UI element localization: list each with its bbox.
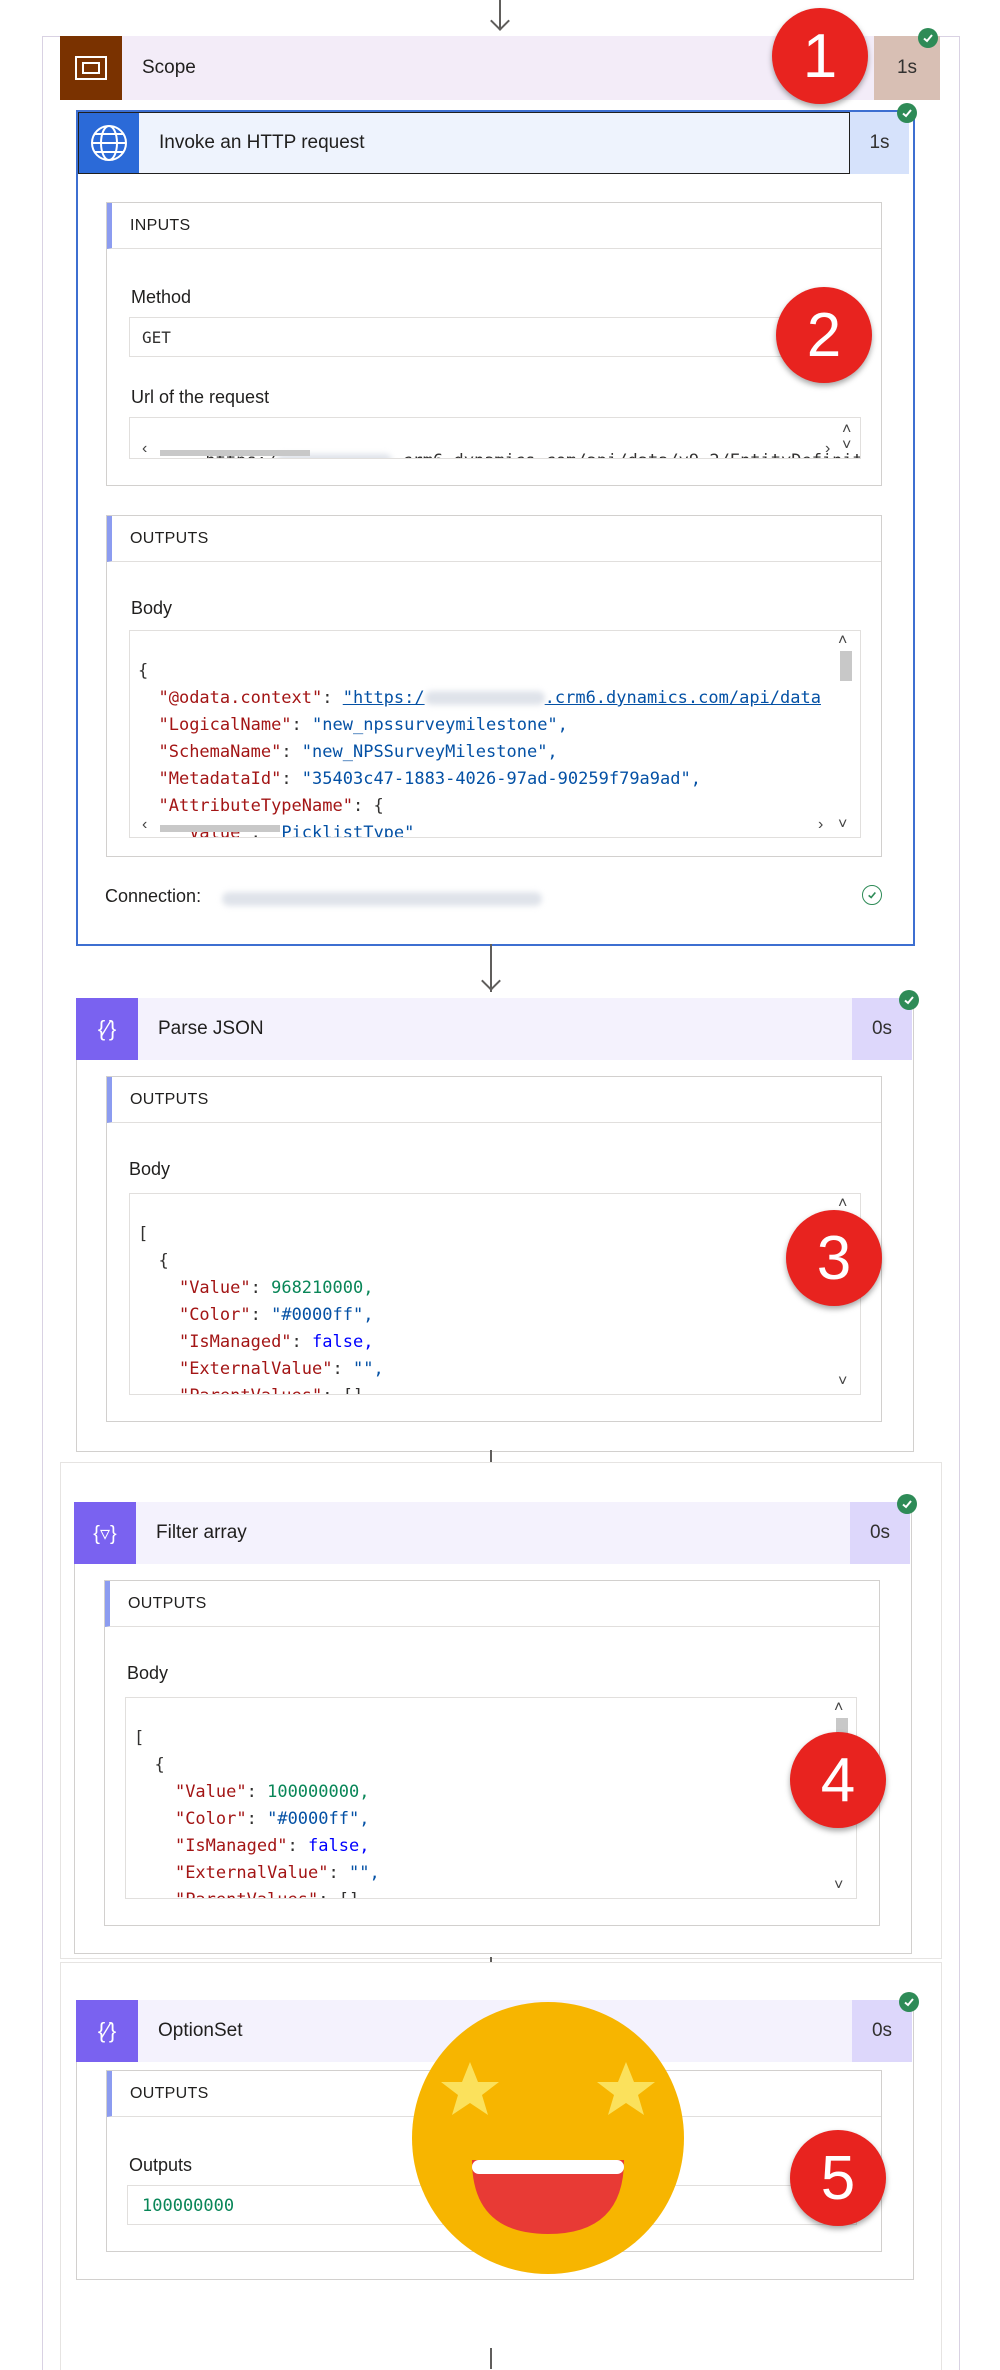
success-check-icon	[918, 28, 938, 48]
success-check-icon	[899, 990, 919, 1010]
filter-array-title: Filter array	[156, 1522, 247, 1543]
curly-braces-icon: {⁄}	[76, 2000, 138, 2062]
option-set-duration: 0s	[852, 2000, 912, 2062]
http-body-code: { "@odata.context": "https:/.crm6.dynami…	[138, 631, 821, 837]
http-title: Invoke an HTTP request	[159, 132, 365, 153]
code-line: "Value": 968210000,	[178, 1278, 374, 1298]
url-suffix: .crm6.dynamics.com/api/data/v9.2/EntityD…	[392, 451, 860, 458]
annotation-badge-5: 5	[790, 2130, 886, 2226]
success-check-icon	[899, 1992, 919, 2012]
filter-icon: {▿}	[74, 1502, 136, 1564]
method-label: Method	[131, 287, 192, 307]
code-line: "Value": 100000000,	[174, 1782, 370, 1802]
filter-array-outputs-section: OUTPUTS Body [ { "Value": 100000000, "Co…	[104, 1580, 880, 1926]
url-field[interactable]: https:/.crm6.dynamics.com/api/data/v9.2/…	[129, 417, 861, 459]
flow-connector	[490, 944, 492, 992]
outputs-heading: OUTPUTS	[107, 516, 881, 562]
parse-json-duration: 0s	[852, 998, 912, 1060]
code-line: "@odata.context": "https:/.crm6.dynamics…	[158, 688, 821, 708]
scroll-up-arrow[interactable]: ˄	[838, 632, 848, 649]
method-field[interactable]: GET	[129, 317, 859, 357]
success-check-icon	[897, 103, 917, 123]
code-line: "Color": "#0000ff",	[174, 1809, 370, 1829]
code-line: "IsManaged": false,	[178, 1332, 374, 1352]
redacted-domain	[424, 691, 545, 705]
vertical-scrollbar[interactable]	[840, 651, 852, 681]
code-line: "SchemaName": "new_NPSSurveyMilestone",	[158, 742, 558, 762]
code-line: {	[154, 1755, 165, 1775]
parse-json-body-viewer[interactable]: [ { "Value": 968210000, "Color": "#0000f…	[129, 1193, 861, 1395]
code-line: "MetadataId": "35403c47-1883-4026-97ad-9…	[158, 769, 701, 789]
scope-title: Scope	[142, 57, 196, 78]
flow-connector	[490, 2348, 492, 2369]
globe-icon	[79, 113, 139, 173]
filter-array-body-viewer[interactable]: [ { "Value": 100000000, "Color": "#0000f…	[125, 1697, 857, 1899]
parse-json-header[interactable]: {⁄} Parse JSON	[76, 998, 852, 1060]
code-line: {	[158, 1251, 169, 1271]
horizontal-scrollbar[interactable]	[160, 825, 280, 832]
http-body-viewer[interactable]: { "@odata.context": "https:/.crm6.dynami…	[129, 630, 861, 838]
code-line: "ExternalValue": "",	[178, 1359, 384, 1379]
outputs-heading: OUTPUTS	[107, 1077, 881, 1123]
body-label: Body	[129, 1159, 171, 1179]
connection-label: Connection:	[105, 886, 202, 906]
scroll-up-arrow[interactable]: ˄	[838, 1195, 848, 1212]
inputs-heading: INPUTS	[107, 203, 881, 249]
code-line: "AttributeTypeName": {	[158, 796, 384, 816]
flow-arrow-head	[490, 11, 510, 31]
outputs-heading: OUTPUTS	[105, 1581, 879, 1627]
redacted-domain	[277, 454, 393, 458]
scroll-down-arrow[interactable]: ˅	[842, 437, 852, 454]
horizontal-scrollbar[interactable]	[160, 450, 310, 456]
scroll-right-arrow[interactable]: ›	[818, 816, 824, 833]
http-outputs-section: OUTPUTS Body { "@odata.context": "https:…	[106, 515, 882, 857]
scroll-down-arrow[interactable]: ˅	[834, 1877, 844, 1894]
scroll-down-arrow[interactable]: ˅	[838, 1373, 848, 1390]
filter-array-duration: 0s	[850, 1502, 910, 1564]
http-header[interactable]: Invoke an HTTP request	[78, 112, 850, 174]
body-label: Body	[131, 598, 173, 618]
scroll-up-arrow[interactable]: ˄	[834, 1699, 844, 1716]
outputs-label: Outputs	[129, 2155, 193, 2175]
scroll-up-arrow[interactable]: ˄	[842, 421, 852, 438]
annotation-badge-2: 2	[776, 287, 872, 383]
body-label: Body	[127, 1663, 169, 1683]
code-line: [	[138, 1224, 149, 1244]
success-check-icon	[897, 1494, 917, 1514]
filter-array-header[interactable]: {▿} Filter array	[74, 1502, 850, 1564]
flow-connector	[499, 0, 501, 30]
redacted-connection	[222, 892, 542, 906]
scroll-left-arrow[interactable]: ‹	[142, 440, 148, 457]
annotation-badge-1: 1	[772, 8, 868, 104]
http-duration: 1s	[850, 112, 909, 174]
code-line: "Color": "#0000ff",	[178, 1305, 374, 1325]
option-set-title: OptionSet	[158, 2020, 243, 2041]
parse-json-outputs-section: OUTPUTS Body [ { "Value": 968210000, "Co…	[106, 1076, 882, 1422]
curly-braces-icon: {⁄}	[76, 998, 138, 1060]
code-line: "ParentValues": [],	[138, 1386, 374, 1394]
parse-json-body-code: [ { "Value": 968210000, "Color": "#0000f…	[138, 1194, 384, 1394]
parse-json-title: Parse JSON	[158, 1018, 264, 1039]
scroll-right-arrow[interactable]: ›	[825, 440, 831, 457]
annotation-badge-3: 3	[786, 1210, 882, 1306]
scroll-left-arrow[interactable]: ‹	[142, 816, 148, 833]
star-struck-emoji	[410, 2000, 686, 2276]
annotation-badge-4: 4	[790, 1732, 886, 1828]
inputs-section: INPUTS Method GET Url of the request htt…	[106, 202, 882, 486]
code-line: "LogicalName": "new_npssurveymilestone",	[158, 715, 568, 735]
scroll-down-arrow[interactable]: ˅	[838, 816, 848, 833]
code-line: {	[138, 661, 149, 681]
url-label: Url of the request	[131, 387, 270, 407]
scope-icon	[60, 36, 122, 100]
code-line: "ParentValues": [],	[134, 1890, 370, 1898]
code-line: "IsManaged": false,	[174, 1836, 370, 1856]
code-line: "ExternalValue": "",	[174, 1863, 380, 1883]
code-line: [	[134, 1728, 145, 1748]
connection-ok-icon	[862, 885, 882, 905]
filter-array-body-code: [ { "Value": 100000000, "Color": "#0000f…	[134, 1698, 380, 1898]
